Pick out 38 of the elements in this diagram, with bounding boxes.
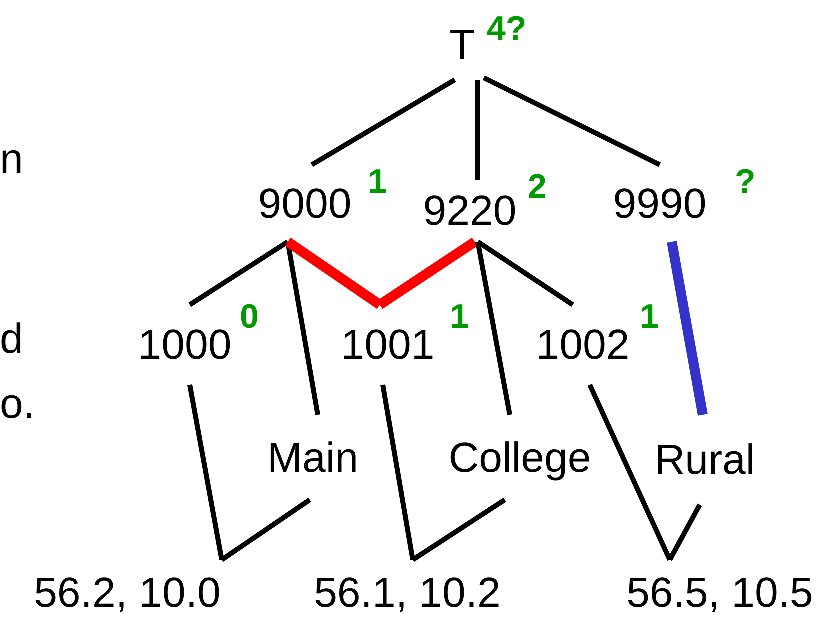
node-label: 9000 [258,182,352,224]
connector-line [476,242,512,416]
connector-line [476,80,480,180]
connector-line [188,384,224,560]
connector-line [285,238,383,310]
connector-line [310,78,456,168]
count-annotation: 1 [368,165,387,199]
node-label: 56.5, 10.5 [626,572,814,614]
node-label: 56.1, 10.2 [314,572,501,614]
count-annotation: 0 [240,300,259,334]
count-annotation: ? [735,165,756,199]
count-annotation: 1 [640,300,659,334]
connector-line [377,238,478,310]
text-fragment: o. [0,383,36,425]
node-label: 9220 [423,190,517,232]
connector-line [482,76,662,168]
node-label: 1002 [536,324,630,366]
node-label: Rural [654,439,756,481]
connector-line [588,384,672,562]
connector-line [220,498,312,562]
count-annotation: 1 [450,300,469,334]
node-label: 1001 [341,324,435,366]
connector-line [188,240,290,308]
node-label: 56.2, 10.0 [34,572,221,614]
count-annotation: 2 [528,170,547,204]
count-annotation: 4? [487,12,527,46]
connector-line [667,241,708,416]
connector-line [380,384,416,560]
node-label: T [450,24,476,66]
text-fragment: d [0,318,24,360]
node-label: 9990 [613,182,707,224]
node-label: College [448,436,592,478]
text-fragment: n [0,138,24,180]
node-label: Main [267,436,359,478]
connector-line [668,504,702,562]
connector-line [412,498,506,562]
node-label: 1000 [138,324,232,366]
connector-line [476,240,574,308]
